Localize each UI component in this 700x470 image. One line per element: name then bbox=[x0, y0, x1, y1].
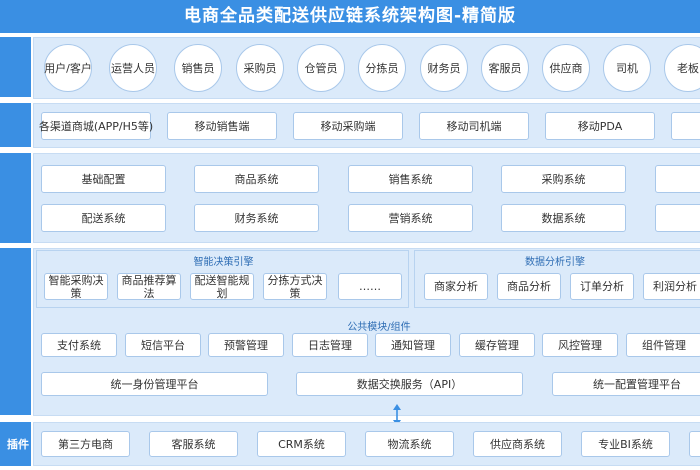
role-service: 客服员 bbox=[481, 44, 529, 92]
role-supplier: 供应商 bbox=[542, 44, 590, 92]
decision-delivery-plan: 配送智能规划 bbox=[190, 273, 254, 300]
common-sms: 短信平台 bbox=[125, 333, 201, 357]
terminal-mobile-driver: 移动司机端 bbox=[419, 112, 529, 140]
common-risk: 风控管理 bbox=[542, 333, 618, 357]
role-buyer: 采购员 bbox=[236, 44, 284, 92]
common-payment: 支付系统 bbox=[41, 333, 117, 357]
systems-panel: 基础配置 商品系统 销售系统 采购系统 配送系统 财务系统 营销系统 数据系统 bbox=[33, 153, 700, 243]
role-user: 用户/客户 bbox=[44, 44, 92, 92]
role-driver: 司机 bbox=[603, 44, 651, 92]
terminal-mall: 各渠道商城(APP/H5等) bbox=[39, 112, 153, 140]
terminal-mobile-pda: 移动PDA bbox=[545, 112, 655, 140]
decision-smart-purchase: 智能采购决策 bbox=[44, 273, 108, 300]
data-merchant: 商家分析 bbox=[424, 273, 488, 300]
common-config-platform: 统一配置管理平台 bbox=[552, 372, 700, 396]
layer-label-systems bbox=[0, 153, 31, 243]
system-cut-1 bbox=[655, 165, 700, 193]
role-sorter: 分拣员 bbox=[358, 44, 406, 92]
system-marketing: 营销系统 bbox=[348, 204, 473, 232]
decision-recommend: 商品推荐算法 bbox=[117, 273, 181, 300]
terminal-cut bbox=[671, 112, 700, 140]
data-profit: 利润分析 bbox=[643, 273, 700, 300]
system-purchase: 采购系统 bbox=[501, 165, 626, 193]
common-component: 组件管理 bbox=[626, 333, 700, 357]
system-sales: 销售系统 bbox=[348, 165, 473, 193]
data-goods: 商品分析 bbox=[497, 273, 561, 300]
system-delivery: 配送系统 bbox=[41, 204, 166, 232]
common-log: 日志管理 bbox=[292, 333, 368, 357]
middle-panel: 智能决策引擎 智能采购决策 商品推荐算法 配送智能规划 分拣方式决策 …… 数据… bbox=[33, 248, 700, 416]
system-goods: 商品系统 bbox=[194, 165, 319, 193]
common-data-exchange: 数据交换服务（API） bbox=[296, 372, 523, 396]
plugin-third-party-ecommerce: 第三方电商 bbox=[41, 431, 130, 457]
terminal-mobile-purchase: 移动采购端 bbox=[293, 112, 403, 140]
plugins-panel: 第三方电商 客服系统 CRM系统 物流系统 供应商系统 专业BI系统 bbox=[33, 422, 700, 466]
plugin-logistics: 物流系统 bbox=[365, 431, 454, 457]
role-warehouse: 仓管员 bbox=[297, 44, 345, 92]
role-sales: 销售员 bbox=[174, 44, 222, 92]
common-cache: 缓存管理 bbox=[459, 333, 535, 357]
roles-panel: 用户/客户 运营人员 销售员 采购员 仓管员 分拣员 财务员 客服员 供应商 司… bbox=[33, 37, 700, 99]
layer-label-middle bbox=[0, 248, 31, 415]
role-operator: 运营人员 bbox=[109, 44, 157, 92]
common-notify: 通知管理 bbox=[375, 333, 451, 357]
role-boss: 老板 bbox=[664, 44, 700, 92]
decision-engine-panel: 智能决策引擎 智能采购决策 商品推荐算法 配送智能规划 分拣方式决策 …… bbox=[36, 250, 409, 308]
plugin-supplier-system: 供应商系统 bbox=[473, 431, 562, 457]
decision-more: …… bbox=[338, 273, 402, 300]
plugin-crm: CRM系统 bbox=[257, 431, 346, 457]
system-data: 数据系统 bbox=[501, 204, 626, 232]
data-engine-title: 数据分析引擎 bbox=[525, 257, 585, 268]
terminals-panel: 各渠道商城(APP/H5等) 移动销售端 移动采购端 移动司机端 移动PDA bbox=[33, 103, 700, 148]
plugin-cut bbox=[689, 431, 700, 457]
system-finance: 财务系统 bbox=[194, 204, 319, 232]
data-engine-panel: 数据分析引擎 商家分析 商品分析 订单分析 利润分析 bbox=[414, 250, 700, 308]
role-finance: 财务员 bbox=[420, 44, 468, 92]
system-basic-config: 基础配置 bbox=[41, 165, 166, 193]
common-alert: 预警管理 bbox=[208, 333, 284, 357]
layer-label-roles bbox=[0, 37, 31, 97]
plugin-service-system: 客服系统 bbox=[149, 431, 238, 457]
common-identity-platform: 统一身份管理平台 bbox=[41, 372, 268, 396]
plugin-bi-system: 专业BI系统 bbox=[581, 431, 670, 457]
common-modules-title: 公共模块/组件 bbox=[347, 322, 411, 333]
layer-label-terminals bbox=[0, 103, 31, 147]
terminal-mobile-sales: 移动销售端 bbox=[167, 112, 277, 140]
decision-sorting: 分拣方式决策 bbox=[263, 273, 327, 300]
system-cut-2 bbox=[655, 204, 700, 232]
data-orders: 订单分析 bbox=[570, 273, 634, 300]
decision-engine-title: 智能决策引擎 bbox=[193, 257, 254, 268]
diagram-title: 电商全品类配送供应链系统架构图-精简版 bbox=[0, 0, 700, 33]
layer-label-plugins: 插件 bbox=[0, 422, 31, 466]
